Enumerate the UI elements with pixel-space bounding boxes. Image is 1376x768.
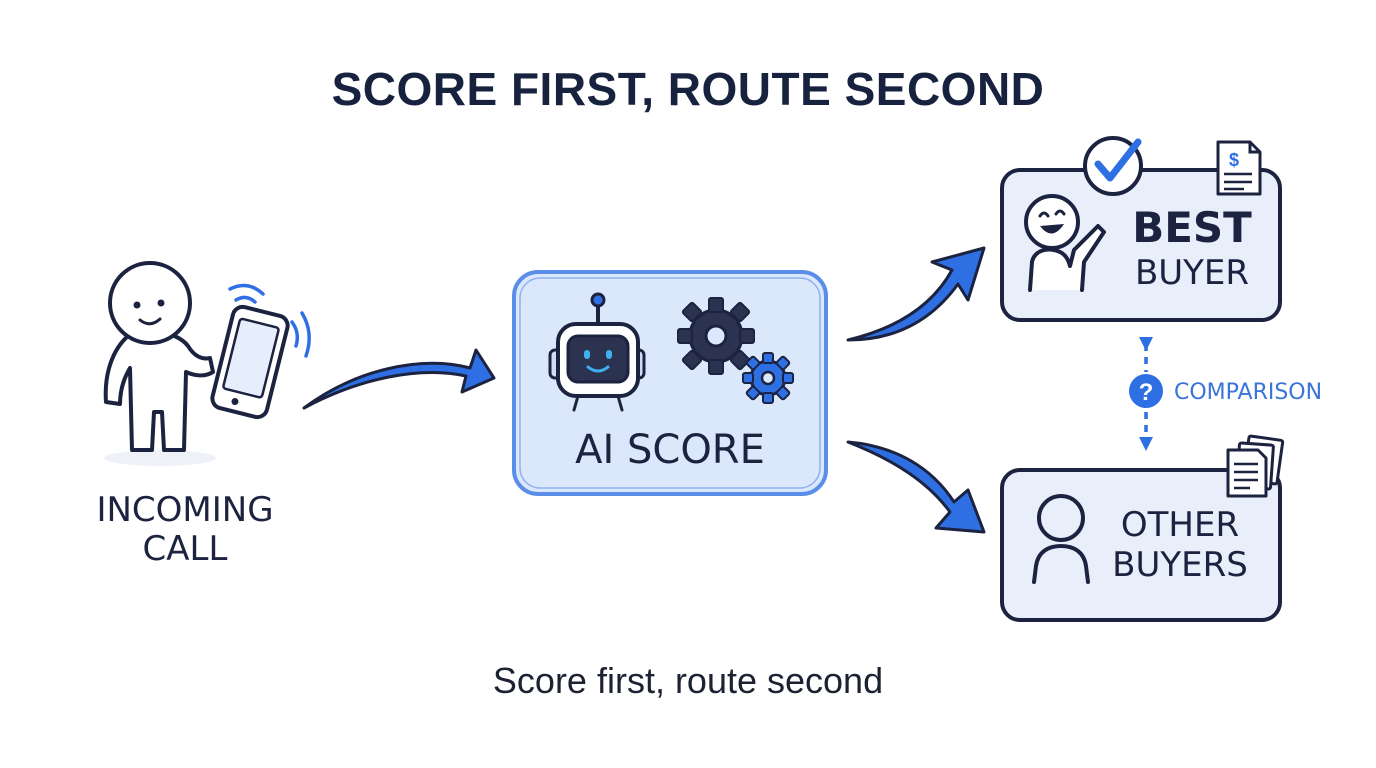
other-buyers-box bbox=[1000, 468, 1282, 622]
person-outline-icon bbox=[1032, 494, 1090, 584]
question-icon: ? bbox=[1129, 374, 1163, 408]
phone-icon bbox=[210, 304, 290, 420]
caller-shadow bbox=[104, 450, 216, 466]
checkmark-icon bbox=[1083, 136, 1143, 196]
caller-node: INCOMING CALL bbox=[96, 261, 311, 569]
best-buyer-label-line2: BUYER bbox=[1135, 253, 1249, 293]
ai-score-label: AI SCORE bbox=[575, 427, 765, 473]
invoice-icon: $ bbox=[1216, 140, 1262, 196]
happy-person-face bbox=[1038, 209, 1066, 234]
robot-icon bbox=[548, 292, 646, 412]
gear-icon bbox=[677, 297, 755, 375]
other-buyers-node: OTHER BUYERS bbox=[1000, 434, 1285, 622]
signal-icon bbox=[228, 283, 311, 358]
ai-score-box-inner bbox=[519, 277, 821, 489]
arrow-icon bbox=[302, 348, 496, 410]
arrow-ai-to-best bbox=[846, 246, 986, 342]
comparison-connector: ? COMPARISON bbox=[1129, 337, 1322, 451]
diagram-title: SCORE FIRST, ROUTE SECOND bbox=[331, 63, 1045, 115]
invoice-glyph: $ bbox=[1229, 150, 1239, 170]
arrow-call-to-ai bbox=[302, 348, 496, 410]
best-buyer-node: $ BEST BUYER bbox=[1000, 136, 1282, 322]
other-buyers-label-line1: OTHER bbox=[1121, 505, 1239, 545]
caller-face bbox=[133, 299, 165, 326]
caller-label-line1: INCOMING bbox=[96, 490, 273, 530]
arrow-icon bbox=[846, 246, 986, 342]
ai-score-node: AI SCORE bbox=[512, 270, 828, 496]
documents-icon bbox=[1226, 434, 1285, 498]
comparison-label: COMPARISON bbox=[1174, 380, 1322, 405]
caller-label-line2: CALL bbox=[143, 529, 228, 569]
person-icon bbox=[103, 261, 215, 452]
diagram-caption: Score first, route second bbox=[492, 660, 884, 701]
best-buyer-label-line1: BEST bbox=[1132, 203, 1252, 252]
question-glyph: ? bbox=[1139, 379, 1154, 406]
arrow-ai-to-others bbox=[846, 440, 986, 534]
arrow-icon bbox=[846, 440, 986, 534]
other-buyers-label-line2: BUYERS bbox=[1112, 545, 1248, 585]
happy-person-icon bbox=[1024, 194, 1106, 292]
gear-icon bbox=[742, 352, 794, 404]
